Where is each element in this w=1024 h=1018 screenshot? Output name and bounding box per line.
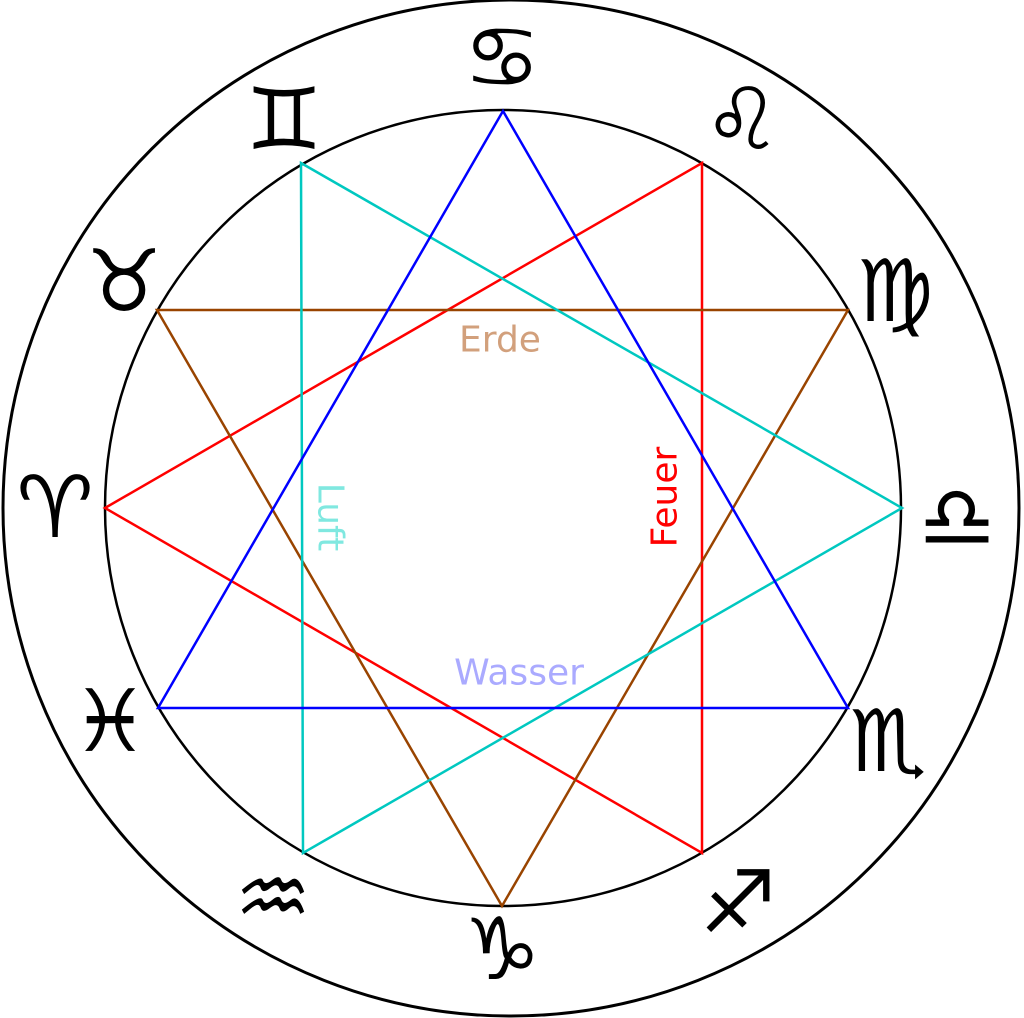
air-triangle: [299, 160, 905, 856]
water-label: Wasser: [454, 653, 584, 694]
scorpio-icon: ♏: [849, 692, 926, 792]
earth-triangle: [154, 308, 851, 909]
gemini-icon: ♊: [245, 70, 322, 170]
capricorn-icon: ♑: [463, 900, 540, 1000]
virgo-icon: ♍: [856, 242, 933, 342]
water-triangle: [155, 108, 851, 710]
leo-icon: ♌: [703, 70, 780, 170]
taurus-icon: ♉: [85, 232, 162, 332]
pisces-icon: ♓: [71, 672, 148, 772]
aries-icon: ♈: [16, 458, 93, 558]
libra-icon: ♎: [918, 468, 995, 568]
fire-label: Feuer: [645, 446, 686, 547]
inner-circle: [103, 108, 903, 908]
earth-label: Erde: [459, 320, 541, 361]
fire-triangle: [102, 160, 704, 856]
aquarius-icon: ♒: [234, 848, 311, 948]
air-label: Luft: [310, 483, 351, 551]
sagittarius-icon: ♐: [699, 853, 776, 953]
cancer-icon: ♋: [463, 8, 540, 108]
